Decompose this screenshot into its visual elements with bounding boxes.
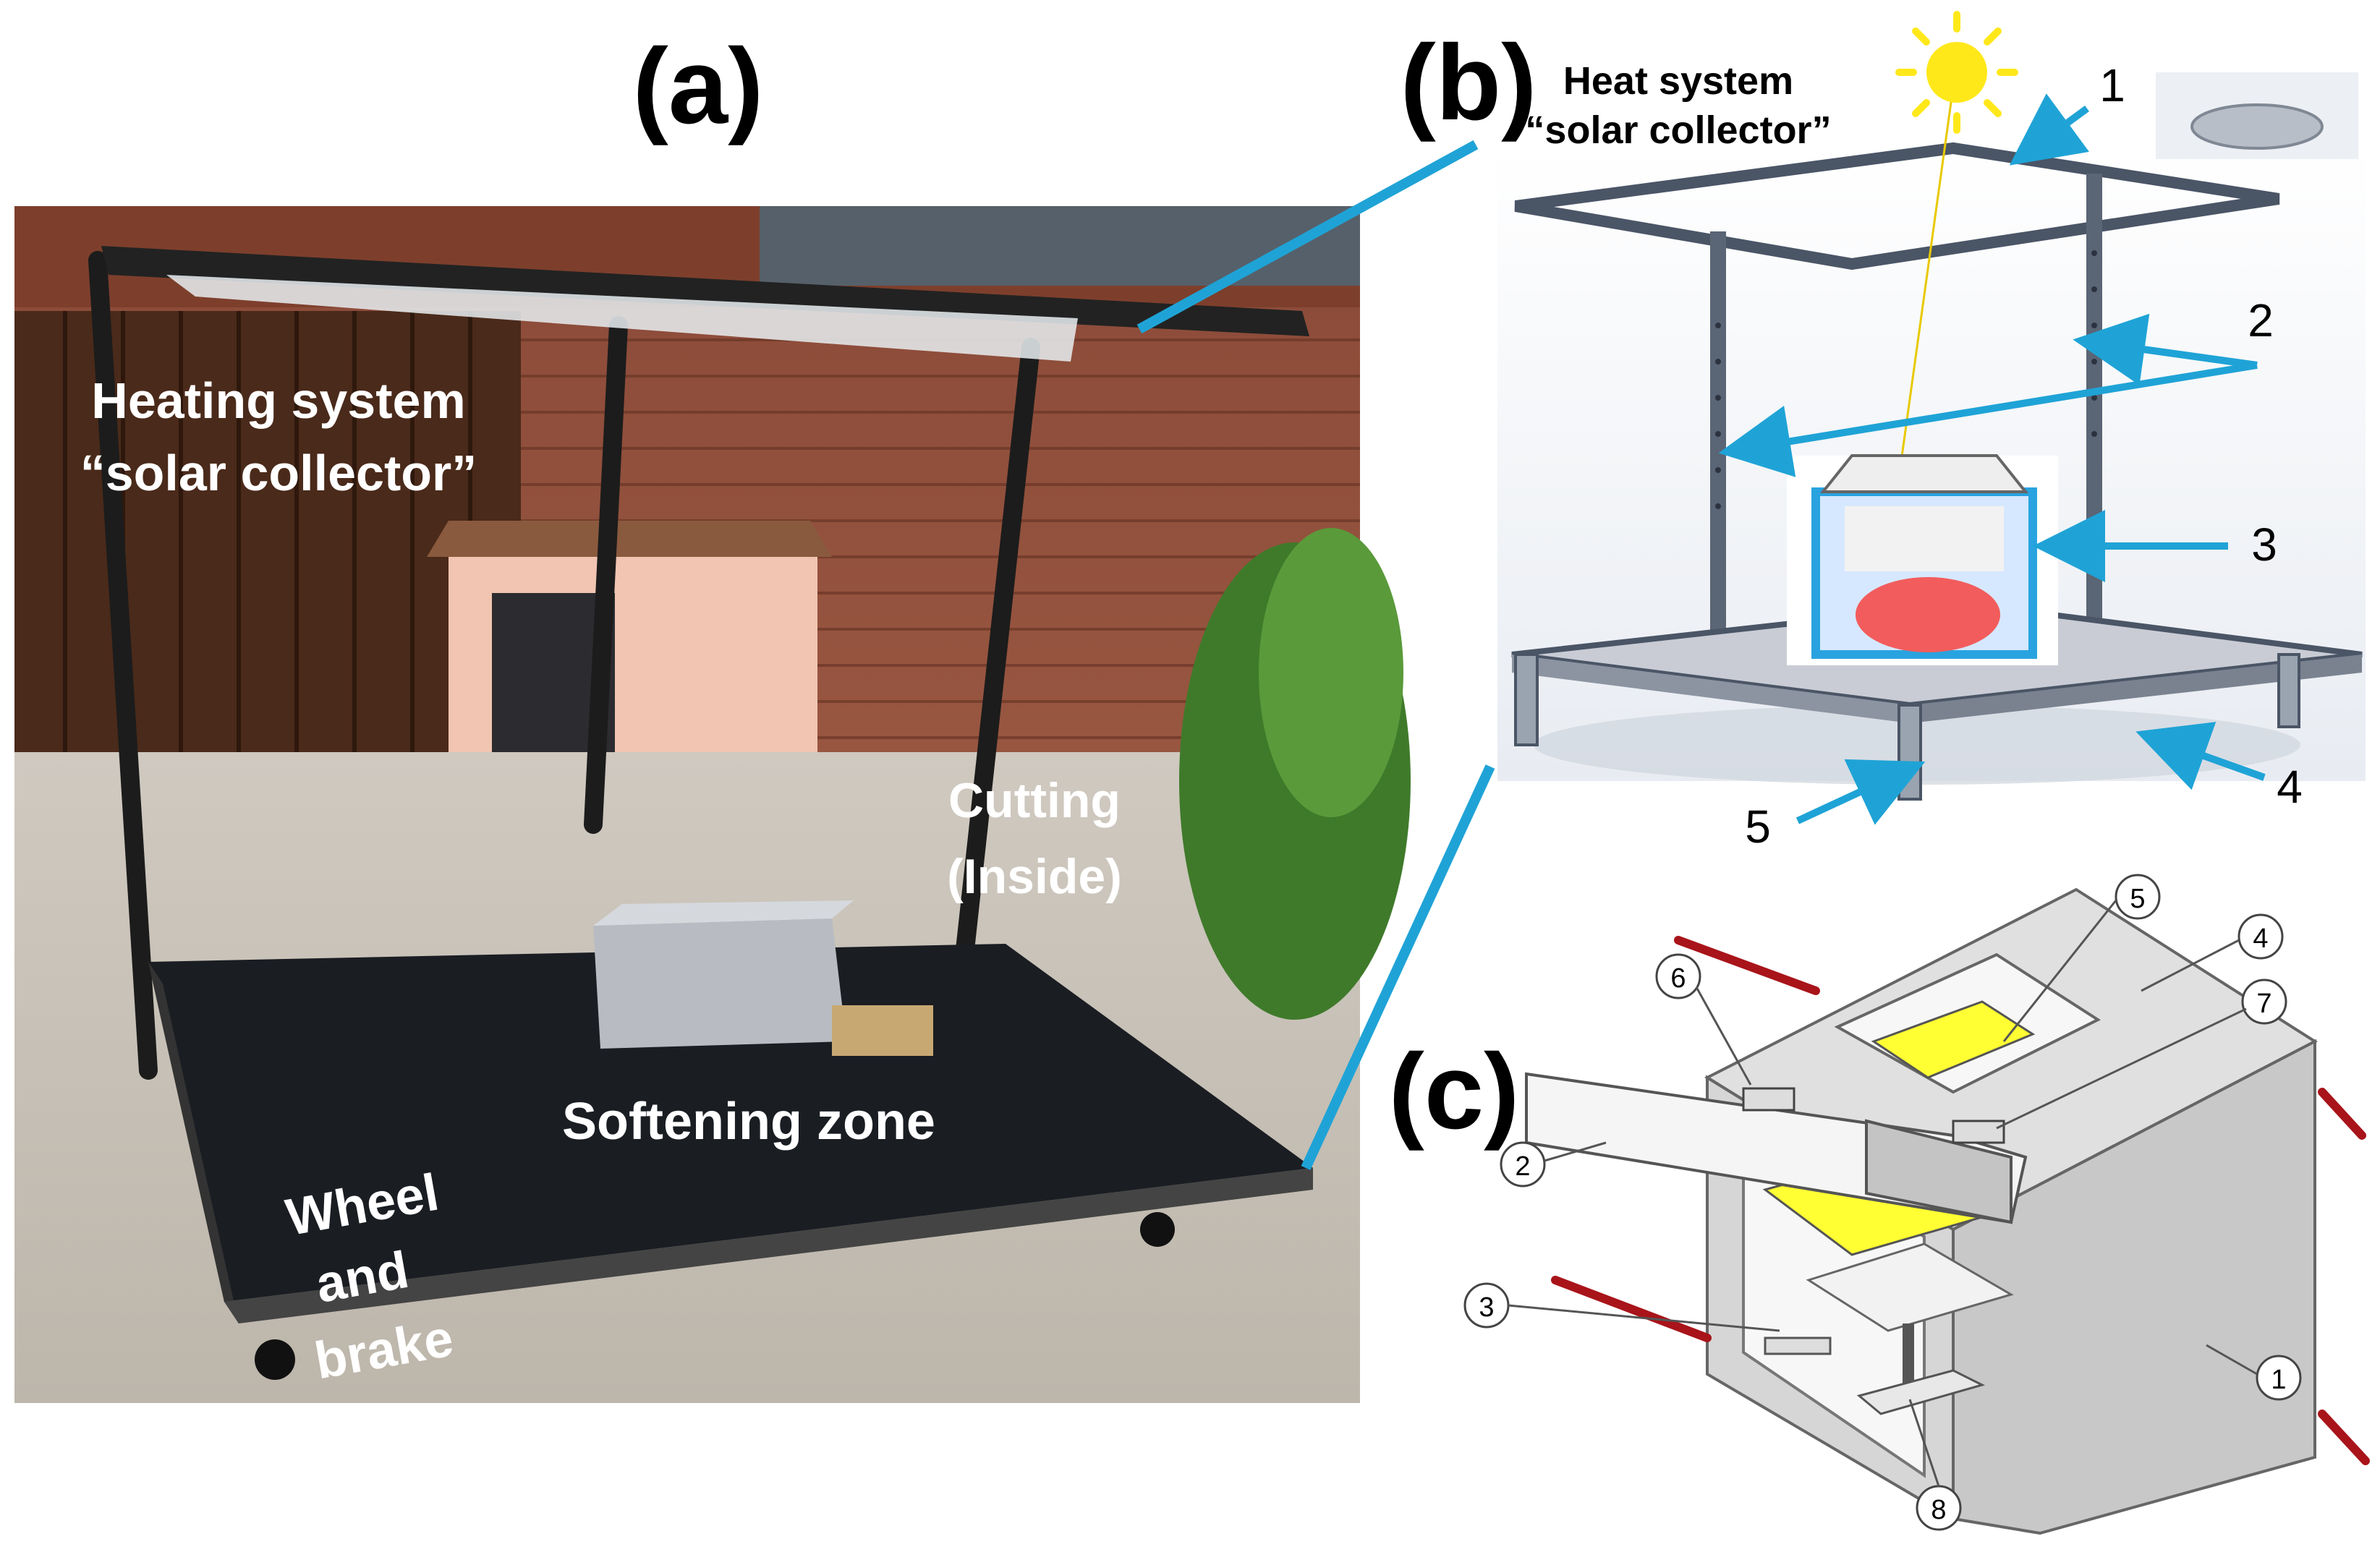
panel-a-letter: (a)	[633, 27, 764, 146]
callout-b5-arrow	[1795, 759, 1926, 825]
callout-c3: 3	[1479, 1292, 1494, 1323]
callout-b3: 3	[2251, 519, 2277, 571]
red-rod-top-left	[1674, 936, 1820, 995]
label-cutting: Cutting	[948, 773, 1121, 828]
callout-b4: 4	[2277, 761, 2303, 813]
callout-b1: 1	[2099, 59, 2125, 111]
panel-b-letter: (b)	[1401, 23, 1537, 142]
label-heat-solar-collector: “solar collector”	[1525, 108, 1831, 152]
callout-c7: 7	[2256, 989, 2271, 1019]
callout-b4-arrow	[2135, 722, 2266, 790]
callout-c1: 1	[2271, 1365, 2286, 1395]
panel-a-photo	[14, 206, 1411, 1403]
callout-c2: 2	[1515, 1151, 1530, 1182]
label-heating-system: Heating system	[91, 372, 465, 429]
callout-b5: 5	[1745, 801, 1771, 853]
red-rod-right-lower	[2318, 1410, 2370, 1465]
connector-line-bottom	[1301, 764, 1495, 1170]
callout-b1-arrow	[2009, 93, 2089, 166]
label-cutting-inside: (Inside)	[947, 849, 1122, 904]
label-heat-system: Heat system	[1563, 59, 1793, 103]
panel-c-diagram	[1525, 887, 2318, 1535]
callout-c8: 8	[1931, 1495, 1946, 1525]
panel-b-diagram	[1497, 72, 2366, 801]
red-rod-left-lower	[1551, 1276, 1712, 1342]
callout-c4: 4	[2253, 924, 2268, 954]
callout-b2-arrow-a	[2073, 313, 2258, 385]
connector-line-top	[1136, 140, 1479, 334]
callout-c5: 5	[2130, 884, 2145, 914]
callout-b2-arrow-b	[1718, 362, 2258, 477]
callout-c6: 6	[1670, 963, 1686, 994]
red-rod-right-upper	[2318, 1088, 2366, 1140]
panel-c-letter: (c)	[1389, 1032, 1520, 1151]
sun-icon	[1895, 11, 2018, 134]
label-softening-zone: Softening zone	[562, 1093, 935, 1151]
label-heating-solar-collector: “solar collector”	[80, 445, 477, 501]
callout-b2: 2	[2248, 294, 2274, 346]
